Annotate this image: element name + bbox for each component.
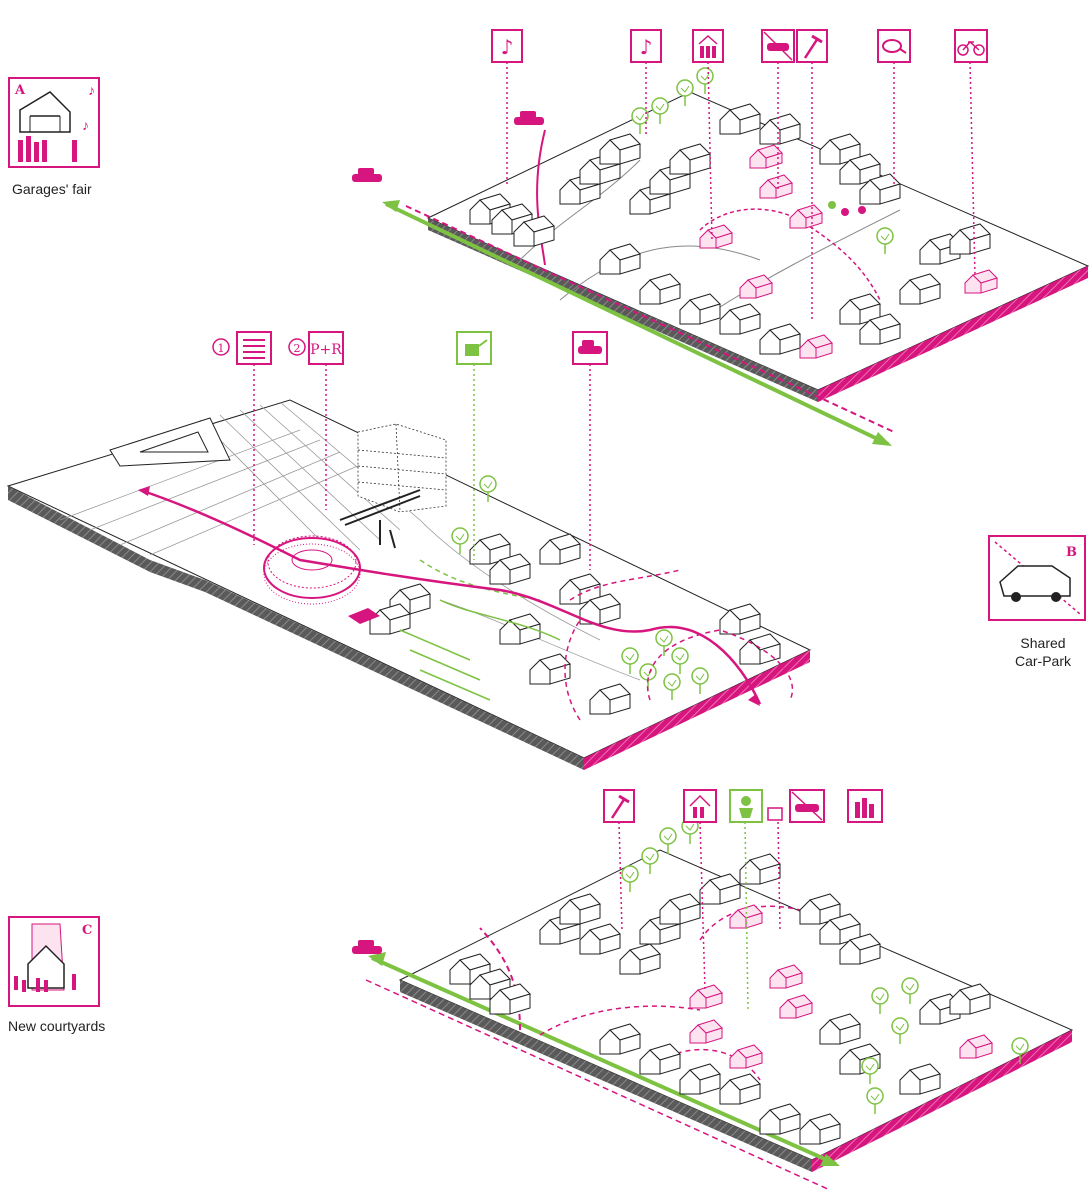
- car-icon: [514, 111, 544, 125]
- parking-rows-icon: [236, 331, 272, 365]
- people-icon: [14, 974, 76, 992]
- car-icon: [352, 168, 382, 182]
- crane: [339, 489, 421, 549]
- site-a-side: [818, 266, 1088, 402]
- music-note-icon: ♪: [82, 117, 89, 133]
- green-arrow-a: [385, 202, 889, 446]
- people-icon: [18, 136, 77, 162]
- diagram-b: 1 2 P+R: [6, 331, 812, 770]
- diagram-a: ♪ ♪: [352, 29, 1090, 446]
- svg-text:P+R: P+R: [310, 342, 342, 358]
- car-icon: [999, 565, 1071, 602]
- park-and-ride-icon: P+R: [308, 331, 344, 365]
- road-a: [519, 159, 901, 321]
- svg-text:2: 2: [294, 342, 301, 355]
- watering-can-icon: [456, 331, 492, 365]
- music-note-icon: ♪: [88, 82, 95, 98]
- leader-lines-c: [618, 821, 781, 991]
- people-house-icon: [683, 789, 717, 823]
- legend-a: A ♪ ♪ Garages' fair: [8, 77, 100, 197]
- site-b-front: [8, 486, 584, 770]
- bicycle-icon: [954, 29, 988, 63]
- svg-text:♪: ♪: [640, 35, 653, 59]
- site-c-side: [812, 1030, 1072, 1172]
- legend-caption-b-line1: Shared: [1020, 635, 1065, 651]
- garage-icon: [19, 91, 71, 133]
- svg-text:1: 1: [218, 342, 225, 355]
- diagram-c: [352, 789, 1074, 1191]
- magnifier-icon: [877, 29, 911, 63]
- hammer-icon: [603, 789, 635, 823]
- legend-caption-a: Garages' fair: [12, 181, 92, 197]
- green-parking: [399, 559, 561, 701]
- marker-one: 1: [212, 338, 230, 356]
- car-icon: [352, 940, 382, 954]
- pink-route-a: [536, 129, 546, 266]
- site-b-side: [584, 650, 810, 770]
- car-sharing-icon: [572, 331, 608, 365]
- marker-two: 2: [288, 338, 306, 356]
- leader-lines-b: [253, 364, 591, 570]
- legend-c: C New courtyards: [8, 916, 105, 1034]
- courtyard-building-icon: [27, 923, 65, 991]
- green-arrow-c: [371, 956, 837, 1166]
- music-note-icon: ♪: [630, 29, 662, 63]
- tower-building: [357, 423, 447, 513]
- plant-pot-icon: [729, 789, 763, 823]
- music-note-icon: ♪: [491, 29, 523, 63]
- no-car-icon: [767, 789, 825, 823]
- leader-lines-a: [506, 61, 976, 320]
- legend-letter-b: B: [1066, 545, 1077, 560]
- pink-route-b: [139, 488, 762, 705]
- site-c-front: [400, 980, 812, 1172]
- people-house-icon: [692, 29, 724, 63]
- no-car-icon: [761, 29, 795, 63]
- pink-route-c: [479, 927, 521, 1031]
- legend-caption-c: New courtyards: [8, 1018, 105, 1034]
- site-a-front: [428, 218, 818, 402]
- legend-letter-a: A: [14, 83, 26, 98]
- legend-caption-b-line2: Car-Park: [1015, 653, 1072, 669]
- legend-b: B Shared Car-Park: [988, 535, 1086, 669]
- svg-text:♪: ♪: [501, 35, 514, 59]
- legend-letter-c: C: [82, 923, 92, 938]
- people-icon: [847, 789, 883, 823]
- hammer-icon: [796, 29, 828, 63]
